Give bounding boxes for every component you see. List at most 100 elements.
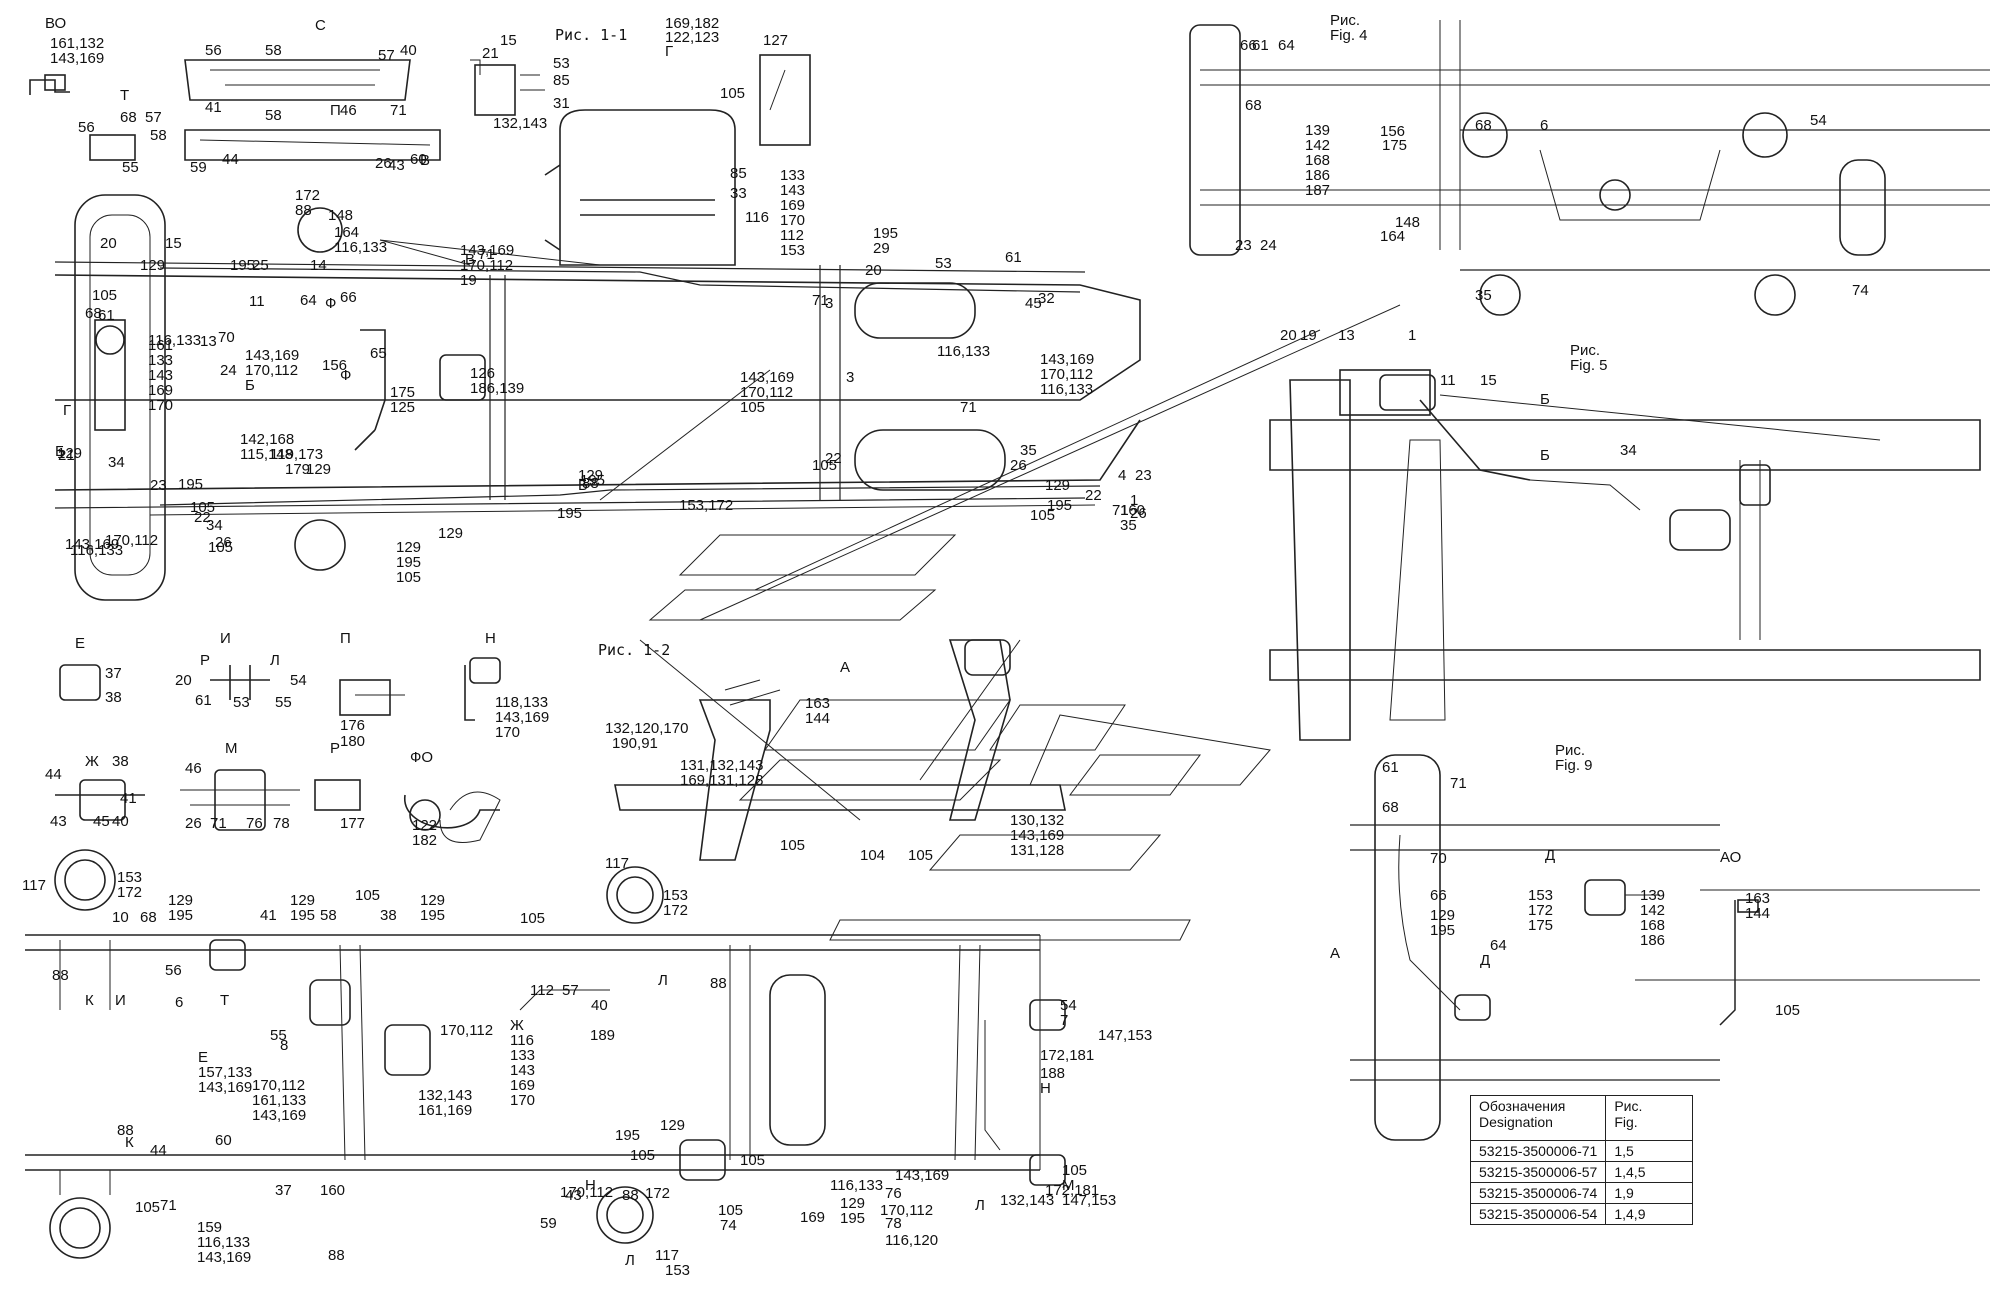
- part-callout: 24: [1260, 237, 1277, 254]
- part-callout: 126: [470, 365, 495, 382]
- part-callout: 105: [718, 1202, 743, 1219]
- part-callout: М: [1062, 1177, 1075, 1194]
- part-callout: 169,182: [665, 15, 719, 32]
- part-callout: 156: [322, 357, 347, 374]
- part-callout: 172,181: [1045, 1182, 1099, 1199]
- part-callout: 105: [355, 887, 380, 904]
- part-callout: 170,112: [740, 384, 793, 401]
- part-callout: 20: [1280, 327, 1297, 344]
- part-callout: АО: [1720, 849, 1741, 866]
- part-callout: В: [420, 152, 430, 169]
- part-callout: Е: [75, 635, 85, 652]
- part-callout: 129: [168, 892, 193, 909]
- legend-header-en: Designation: [1479, 1114, 1553, 1130]
- part-callout: 143,169: [1010, 827, 1064, 844]
- part-callout: 116,133: [334, 239, 387, 256]
- part-callout: 122: [412, 817, 437, 834]
- part-callout: 175: [1528, 917, 1553, 934]
- part-callout: Б: [245, 377, 255, 394]
- part-callout: 66: [1240, 37, 1257, 54]
- legend-header-row: Обозначения Designation Рис. Fig.: [1469, 1095, 1694, 1141]
- part-callout: 195: [615, 1127, 640, 1144]
- part-callout: 130,132: [1010, 812, 1064, 829]
- part-callout: 46: [340, 102, 357, 119]
- part-callout: 66: [340, 289, 357, 306]
- part-callout: 105: [740, 1152, 765, 1169]
- part-callout: 129: [1430, 907, 1455, 924]
- part-callout: 143,169: [197, 1249, 251, 1266]
- part-callout: 44: [45, 766, 62, 783]
- part-callout: Л: [625, 1252, 635, 1269]
- part-callout: 71: [960, 399, 977, 416]
- part-callout: 71: [812, 292, 829, 309]
- part-callout: 61: [195, 692, 212, 709]
- part-callout: 68: [85, 305, 102, 322]
- part-callout: 116,133: [937, 343, 990, 360]
- part-callout: 169: [800, 1209, 825, 1226]
- legend-header-fig-ru: Рис.: [1614, 1098, 1643, 1114]
- fig9-view: [1350, 754, 1980, 1141]
- part-callout: С: [315, 17, 326, 34]
- part-callout: 71: [478, 246, 495, 263]
- part-callout: 54: [290, 672, 307, 689]
- part-callout: П: [340, 630, 351, 647]
- part-callout: 117: [605, 855, 629, 872]
- part-callout: 170,112: [245, 362, 298, 379]
- part-callout: 58: [265, 42, 282, 59]
- part-callout: 133: [780, 167, 805, 184]
- part-callout: 44: [222, 151, 239, 168]
- fig1-1-chassis: [54, 109, 1141, 601]
- part-callout: 159: [197, 1219, 222, 1236]
- part-callout: 189: [590, 1027, 615, 1044]
- part-callout: 186: [1305, 167, 1330, 184]
- part-callout: И: [220, 630, 231, 647]
- part-callout: 11: [249, 293, 265, 310]
- part-callout: 153: [1528, 887, 1553, 904]
- part-callout: 143: [780, 182, 805, 199]
- part-callout: 129: [660, 1117, 685, 1134]
- part-callout: 41: [205, 99, 222, 116]
- part-callout: А: [840, 659, 850, 676]
- part-callout: 153: [663, 887, 688, 904]
- part-callout: М: [225, 740, 238, 757]
- part-callout: 68: [140, 909, 157, 926]
- part-callout: 29: [873, 240, 890, 257]
- part-callout: 105: [208, 539, 233, 556]
- fig4-caption-en: Fig. 4: [1330, 27, 1368, 44]
- part-callout: 26: [215, 534, 232, 551]
- part-callout: 71: [160, 1197, 177, 1214]
- part-callout: 127: [763, 32, 788, 49]
- part-callout: 11: [1440, 372, 1456, 389]
- part-callout: 43: [388, 157, 405, 174]
- part-callout: 105: [1062, 1162, 1087, 1179]
- fig9-callouts: 616871706612919564ДД15317217513914216818…: [1330, 759, 1800, 1019]
- part-callout: 105: [520, 910, 545, 927]
- part-callout: 57: [145, 109, 162, 126]
- part-callout: 35: [1020, 442, 1037, 459]
- part-callout: 38: [112, 753, 129, 770]
- legend-header-fig: Рис. Fig.: [1605, 1095, 1694, 1141]
- part-callout: 35: [1475, 287, 1492, 304]
- part-callout: Б: [55, 443, 65, 460]
- legend-designation: 53215-3500006-54: [1469, 1203, 1607, 1225]
- part-callout: 25: [252, 257, 269, 274]
- part-callout: 170: [510, 1092, 535, 1109]
- part-callout: 143,169: [460, 242, 514, 259]
- part-callout: 59: [540, 1215, 557, 1232]
- part-callout: 40: [400, 42, 417, 59]
- part-callout: К: [85, 992, 94, 1009]
- part-callout: 175: [1382, 137, 1407, 154]
- part-callout: 148: [328, 207, 353, 224]
- part-callout: 170,112: [1040, 366, 1093, 383]
- part-callout: 88: [622, 1187, 639, 1204]
- part-callout: 58: [265, 107, 282, 124]
- fig9-caption-ru: Рис.: [1555, 742, 1585, 759]
- part-callout: 172,181: [1040, 1047, 1094, 1064]
- part-callout: 148: [1395, 214, 1420, 231]
- part-callout: Р: [200, 652, 210, 669]
- part-callout: Б: [1540, 447, 1550, 464]
- part-callout: 66: [1430, 887, 1447, 904]
- part-callout: 139: [1305, 122, 1330, 139]
- part-callout: 161: [148, 337, 173, 354]
- part-callout: 55: [270, 1027, 287, 1044]
